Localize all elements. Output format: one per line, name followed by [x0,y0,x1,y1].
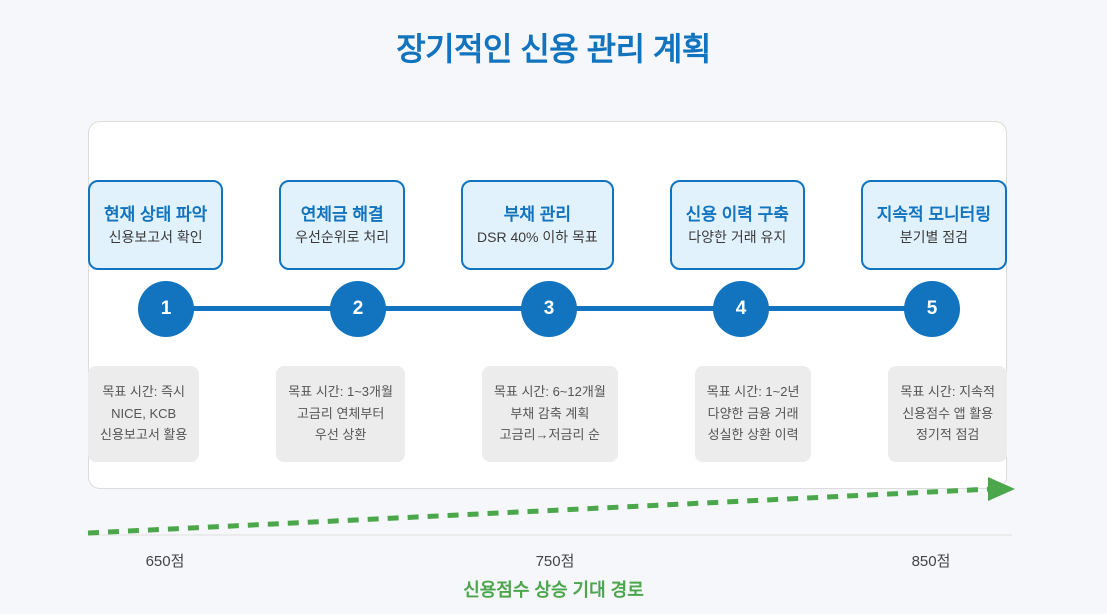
step-circles-row: 1 2 3 4 5 [88,281,1007,337]
detail-target-time: 목표 시간: 지속적 [900,384,995,400]
step-card-subtitle: DSR 40% 이하 목표 [477,229,598,245]
step-card-title: 현재 상태 파악 [104,205,208,224]
detail-box-2: 목표 시간: 1~3개월 고금리 연체부터 우선 상환 [276,366,405,462]
step-card-title: 신용 이력 구축 [685,205,789,224]
step-card-3[interactable]: 부채 관리 DSR 40% 이하 목표 [461,180,614,270]
detail-target-time: 목표 시간: 1~2년 [706,384,800,400]
step-card-4[interactable]: 신용 이력 구축 다양한 거래 유지 [669,180,805,270]
score-label-850: 850점 [911,553,951,570]
detail-lines: 부채 감축 계획 고금리→저금리 순 [500,406,600,443]
step-card-subtitle: 다양한 거래 유지 [688,229,787,245]
step-circle-2[interactable]: 2 [330,281,386,337]
credit-growth-arrow-icon [87,477,1015,536]
step-details-row: 목표 시간: 즉시 NICE, KCB 신용보고서 활용 목표 시간: 1~3개… [88,366,1007,462]
detail-line: 우선 상환 [314,426,367,442]
detail-target-time: 목표 시간: 6~12개월 [493,384,606,400]
detail-lines: 고금리 연체부터 우선 상환 [297,406,384,443]
detail-line: 신용보고서 활용 [100,426,188,442]
step-card-title: 지속적 모니터링 [876,205,991,224]
growth-caption: 신용점수 상승 기대 경로 [463,580,644,600]
score-label-650: 650점 [145,553,185,570]
detail-lines: 신용점수 앱 활용 정기적 점검 [902,406,993,443]
page-title: 장기적인 신용 관리 계획 [396,31,711,67]
step-card-title: 연체금 해결 [300,205,384,224]
detail-box-5: 목표 시간: 지속적 신용점수 앱 활용 정기적 점검 [888,366,1007,462]
detail-lines: 다양한 금융 거래 성실한 상환 이력 [708,406,799,443]
detail-target-time: 목표 시간: 즉시 [102,384,185,400]
step-circle-3[interactable]: 3 [521,281,577,337]
step-circle-4[interactable]: 4 [713,281,769,337]
step-card-title: 부채 관리 [503,205,572,224]
step-card-5[interactable]: 지속적 모니터링 분기별 점검 [860,180,1007,270]
step-cards-row: 현재 상태 파악 신용보고서 확인 연체금 해결 우선순위로 처리 부채 관리 … [88,180,1007,270]
detail-box-4: 목표 시간: 1~2년 다양한 금융 거래 성실한 상환 이력 [694,366,812,462]
step-circle-1[interactable]: 1 [138,281,194,337]
detail-line: 신용점수 앱 활용 [902,406,994,422]
step-circle-5[interactable]: 5 [904,281,960,337]
detail-box-3: 목표 시간: 6~12개월 부채 감축 계획 고금리→저금리 순 [481,366,618,462]
step-card-subtitle: 분기별 점검 [899,229,968,245]
score-scale-labels: 650점 750점 850점 [88,550,1007,574]
detail-line: NICE, KCB [111,406,177,422]
detail-line: 고금리→저금리 순 [499,426,601,442]
detail-line: 정기적 점검 [915,426,980,442]
step-card-1[interactable]: 현재 상태 파악 신용보고서 확인 [88,180,224,270]
step-card-subtitle: 신용보고서 확인 [108,229,203,245]
score-label-750: 750점 [535,553,575,570]
step-card-subtitle: 우선순위로 처리 [295,229,390,245]
detail-line: 다양한 금융 거래 [707,406,799,422]
detail-line: 고금리 연체부터 [296,406,385,422]
step-card-2[interactable]: 연체금 해결 우선순위로 처리 [279,180,406,270]
detail-target-time: 목표 시간: 1~3개월 [288,384,393,400]
detail-line: 부채 감축 계획 [510,406,590,422]
detail-box-1: 목표 시간: 즉시 NICE, KCB 신용보고서 활용 [88,366,200,462]
detail-line: 성실한 상환 이력 [707,426,799,442]
detail-lines: NICE, KCB 신용보고서 활용 [100,406,187,443]
